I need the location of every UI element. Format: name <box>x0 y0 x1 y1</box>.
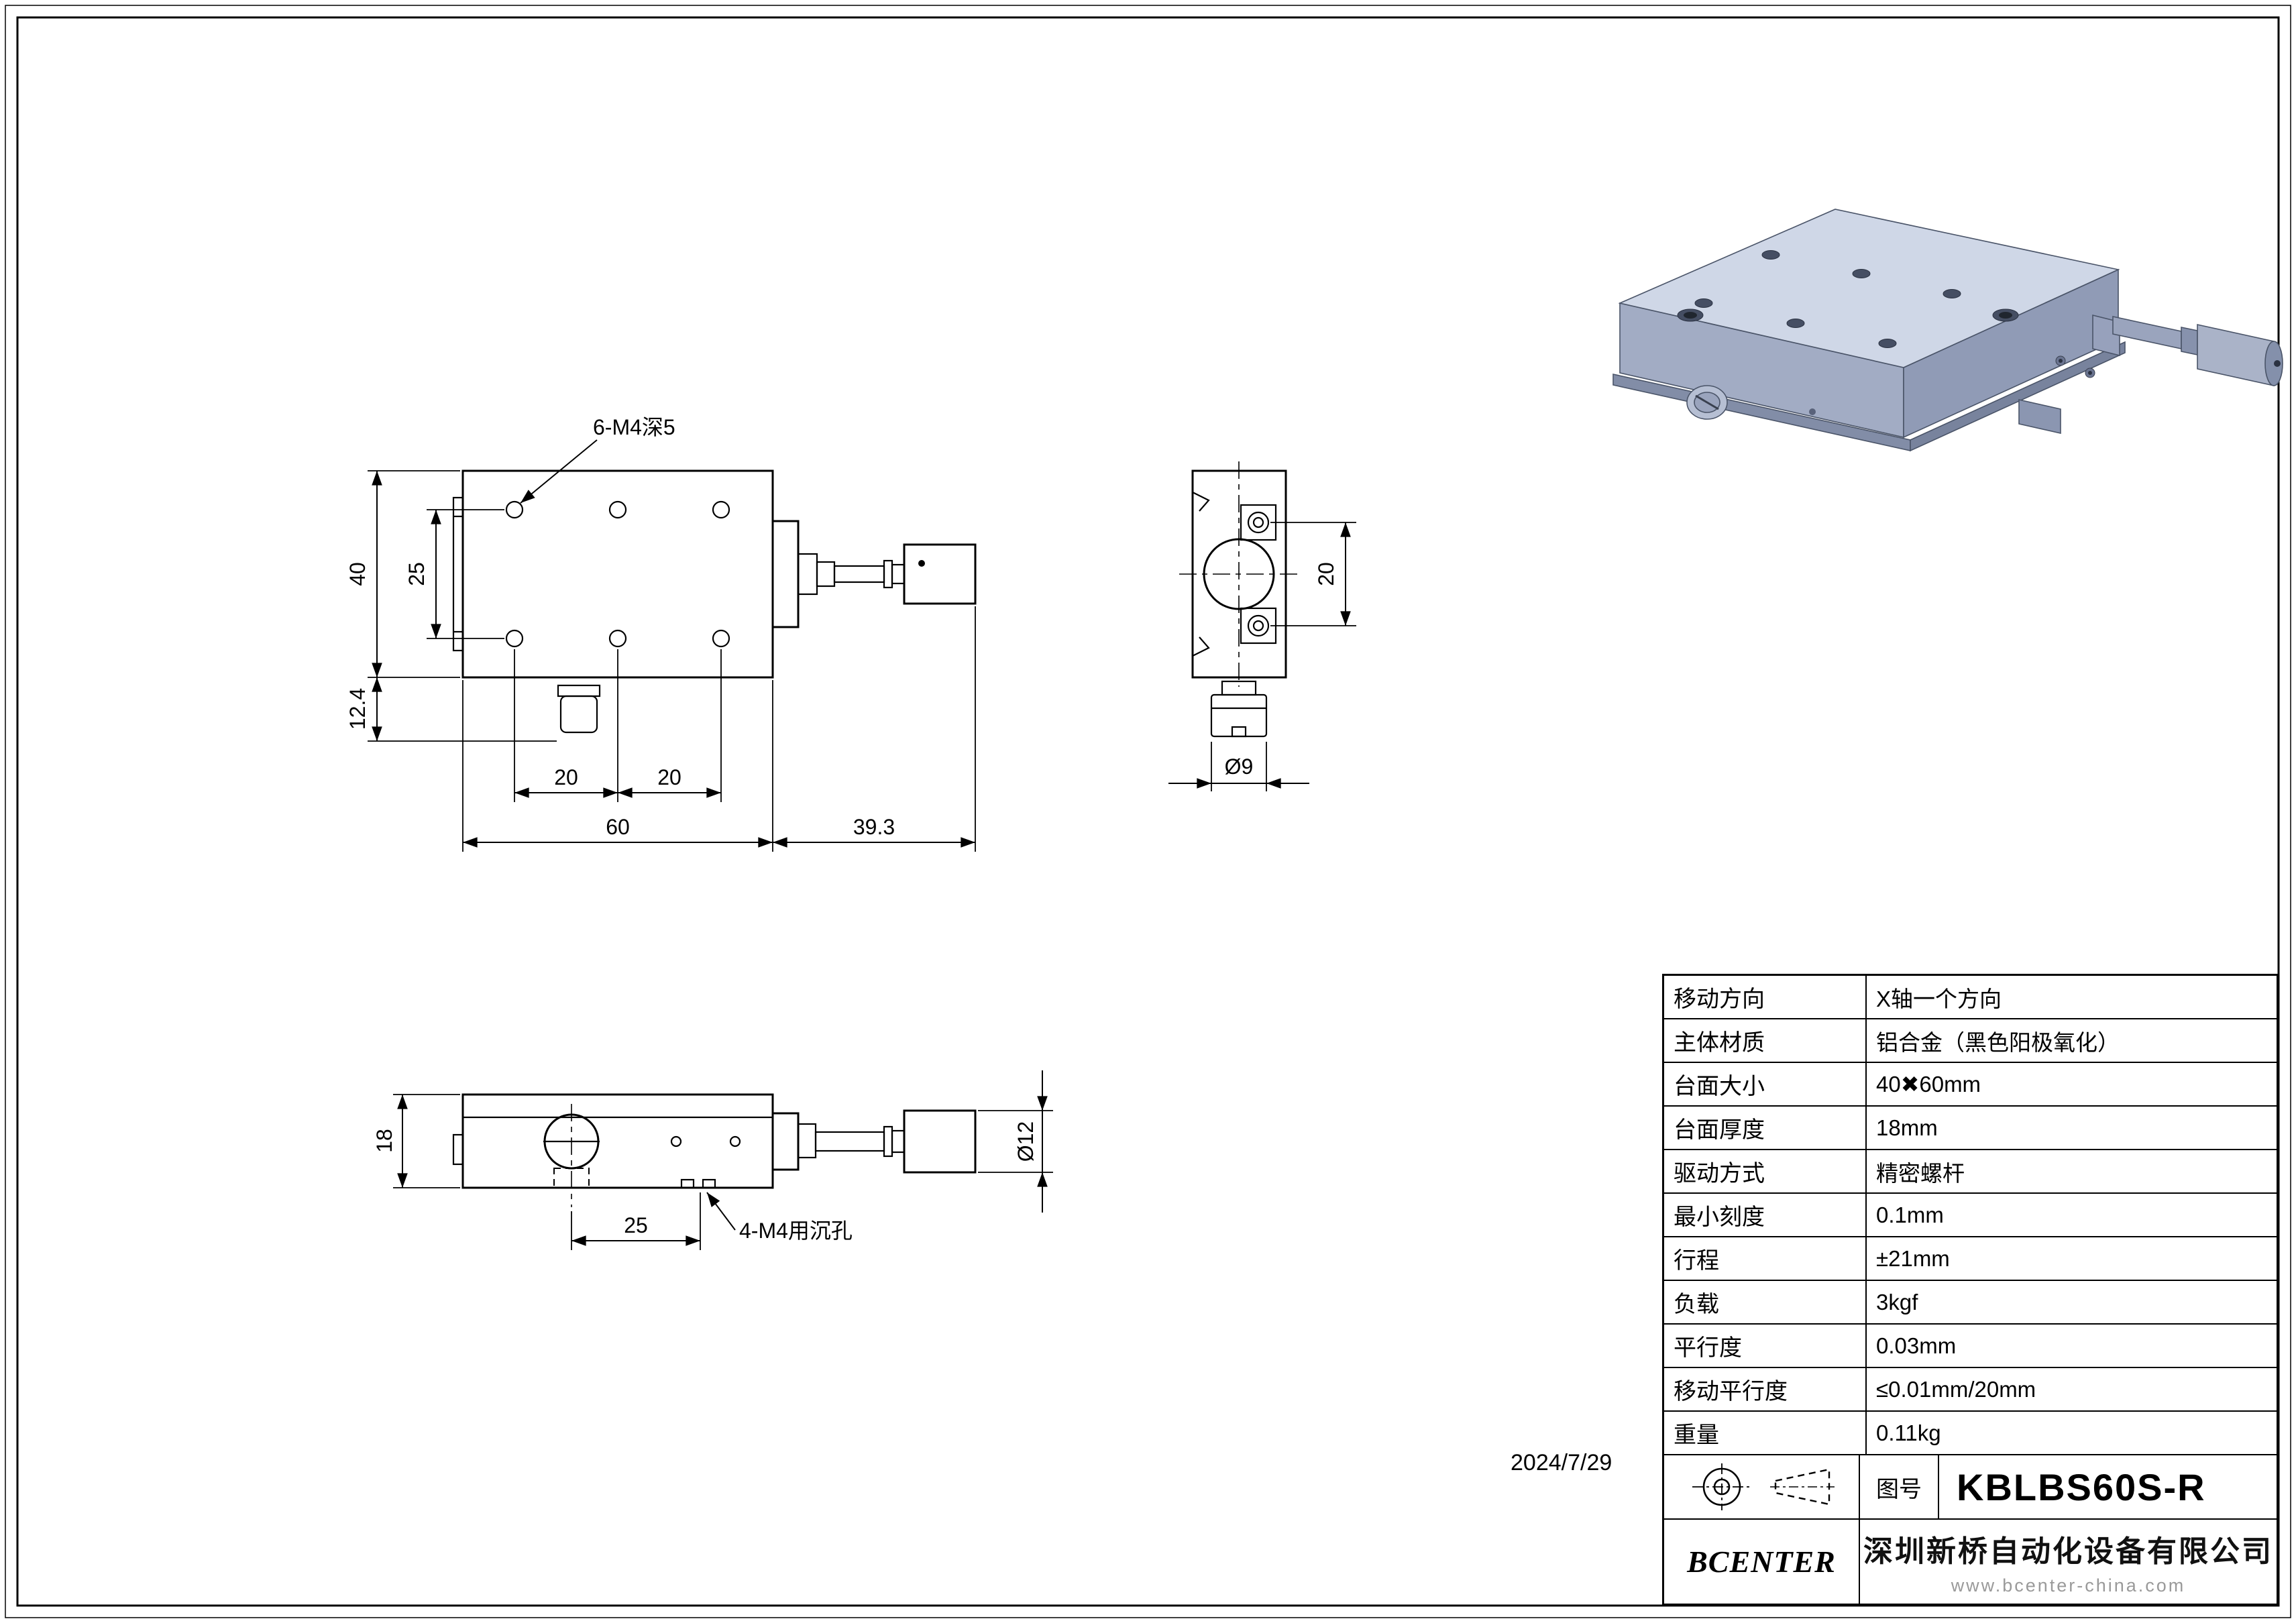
spec-value: 铝合金（黑色阳极氧化） <box>1876 1029 2120 1055</box>
side-screw-top <box>1247 511 1270 534</box>
m4-hole <box>608 629 627 648</box>
top-view-lock-knob <box>557 684 601 734</box>
m4-hole <box>608 500 627 519</box>
spec-label: 台面大小 <box>1664 1063 1867 1105</box>
spec-label: 移动方向 <box>1664 976 1867 1018</box>
dim-dia-12: Ø12 <box>1014 1121 1038 1162</box>
dim-12-4: 12.4 <box>345 688 370 730</box>
spec-value: 精密螺杆 <box>1876 1160 1965 1186</box>
company-website: www.bcenter-china.com <box>1951 1575 2186 1596</box>
dim-39-3: 39.3 <box>853 815 895 839</box>
projection-cone-icon <box>1770 1468 1835 1506</box>
dovetail-mark-bottom <box>1192 636 1210 657</box>
spec-value: 3kgf <box>1876 1289 1918 1314</box>
spec-row: 移动平行度 ≤0.01mm/20mm <box>1664 1368 2277 1412</box>
company-name: 深圳新桥自动化设备有限公司 <box>1863 1535 2273 1568</box>
sheet-outer-frame <box>5 5 2291 1618</box>
m4-hole <box>712 500 730 519</box>
top-view-micrometer <box>771 520 977 628</box>
spec-label: 移动平行度 <box>1664 1368 1867 1410</box>
front-view-micrometer <box>771 1109 977 1174</box>
side-view-thumbscrew <box>1210 680 1268 738</box>
drawing-date: 2024/7/29 <box>1511 1450 1612 1475</box>
side-view-bore <box>1203 538 1275 610</box>
spec-row: 主体材质 铝合金（黑色阳极氧化） <box>1664 1019 2277 1063</box>
spec-row: 平行度 0.03mm <box>1664 1325 2277 1368</box>
spec-value: 0.1mm <box>1876 1202 1944 1227</box>
dim-20-right: 20 <box>657 765 681 789</box>
spec-label: 负载 <box>1664 1281 1867 1323</box>
title-block-drawing-no-row: 图号 KBLBS60S-R <box>1664 1455 2277 1520</box>
dim-25-front: 25 <box>624 1213 648 1237</box>
knob-dot <box>918 560 925 567</box>
title-block-company-row: BCENTER 深圳新桥自动化设备有限公司 www.bcenter-china.… <box>1664 1520 2277 1604</box>
brand-logo: BCENTER <box>1664 1520 1860 1604</box>
dim-25: 25 <box>404 562 429 586</box>
spec-label: 主体材质 <box>1664 1019 1867 1062</box>
drawing-no-label: 图号 <box>1860 1455 1939 1518</box>
dim-18: 18 <box>372 1129 396 1153</box>
counterbore-mark <box>680 1178 695 1189</box>
dim-40: 40 <box>345 562 370 586</box>
dovetail-mark-top <box>1192 492 1210 512</box>
front-view: 18 25 4-M4用沉孔 Ø12 <box>372 1070 1053 1250</box>
m4-hole <box>505 500 524 519</box>
spec-label: 台面厚度 <box>1664 1107 1867 1149</box>
top-view: 40 25 12.4 20 20 60 <box>345 415 977 852</box>
top-view-dimensions: 40 25 12.4 20 20 60 <box>345 415 976 852</box>
side-view-dimensions: 20 Ø9 <box>1168 522 1356 791</box>
spec-label: 最小刻度 <box>1664 1194 1867 1236</box>
spec-value: ±21mm <box>1876 1245 1950 1271</box>
projection-symbols <box>1664 1455 1860 1518</box>
spec-label: 重量 <box>1664 1412 1867 1454</box>
m4-hole <box>712 629 730 648</box>
iso-top-face <box>1618 209 2120 368</box>
spec-value: 0.11kg <box>1876 1420 1941 1445</box>
front-view-body <box>461 1093 774 1189</box>
isometric-view <box>1612 209 2283 452</box>
spec-value: 40✖60mm <box>1876 1072 1981 1097</box>
spec-value: ≤0.01mm/20mm <box>1876 1376 2036 1402</box>
spec-row: 负载 3kgf <box>1664 1281 2277 1325</box>
dim-20-left: 20 <box>554 765 578 789</box>
spec-row: 行程 ±21mm <box>1664 1237 2277 1281</box>
spec-row: 最小刻度 0.1mm <box>1664 1194 2277 1237</box>
spec-value: 0.03mm <box>1876 1333 1957 1358</box>
spec-label: 平行度 <box>1664 1325 1867 1367</box>
spec-row: 台面厚度 18mm <box>1664 1107 2277 1150</box>
counterbore-callout: 4-M4用沉孔 <box>739 1219 853 1243</box>
side-view: 20 Ø9 <box>1168 461 1356 791</box>
spec-label: 驱动方式 <box>1664 1150 1867 1192</box>
front-view-dimensions: 18 25 4-M4用沉孔 Ø12 <box>372 1070 1053 1250</box>
m4-hole <box>505 629 524 648</box>
top-view-left-rail <box>452 496 464 652</box>
side-screw-bottom <box>1247 614 1270 637</box>
dim-60: 60 <box>606 815 630 839</box>
counterbore-mark <box>702 1178 716 1189</box>
spec-value: X轴一个方向 <box>1876 986 2002 1011</box>
spec-label: 行程 <box>1664 1237 1867 1280</box>
drawing-no: KBLBS60S-R <box>1957 1465 2206 1508</box>
spec-row: 驱动方式 精密螺杆 <box>1664 1150 2277 1194</box>
spec-row: 重量 0.11kg <box>1664 1412 2277 1455</box>
company-cell: 深圳新桥自动化设备有限公司 www.bcenter-china.com <box>1860 1520 2277 1604</box>
sheet-frame <box>16 16 2280 1607</box>
dim-dia-9: Ø9 <box>1225 754 1254 779</box>
iso-micrometer-knob <box>2092 314 2283 386</box>
hidden-knob-outline <box>553 1168 590 1188</box>
spec-value: 18mm <box>1876 1115 1938 1140</box>
spec-and-title-block: 移动方向 X轴一个方向 主体材质 铝合金（黑色阳极氧化） 台面大小 40✖60m… <box>1662 974 2279 1606</box>
dim-20-side: 20 <box>1314 562 1338 586</box>
spec-row: 台面大小 40✖60mm <box>1664 1063 2277 1107</box>
hole-callout: 6-M4深5 <box>593 415 675 439</box>
first-angle-projection-icon <box>1692 1463 1751 1510</box>
spec-row: 移动方向 X轴一个方向 <box>1664 976 2277 1019</box>
